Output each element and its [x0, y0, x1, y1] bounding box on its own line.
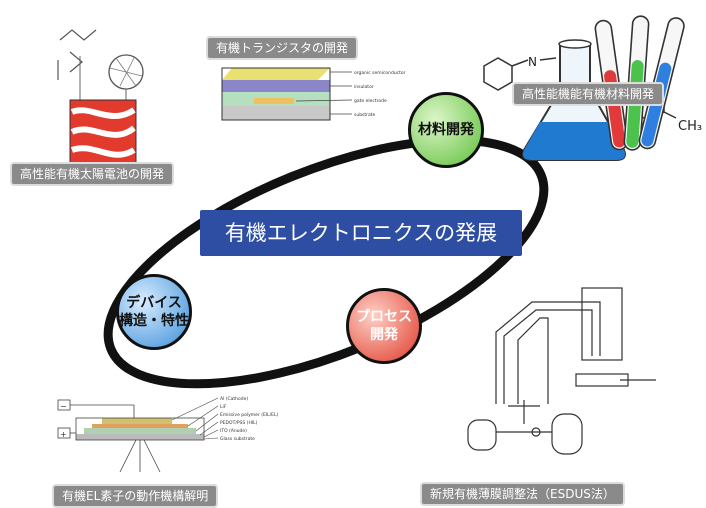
el-device-illustration: − + Al (Cathode) LiF Emissive polymer (E… [57, 396, 279, 473]
el-layer-1: Al (Cathode) [220, 396, 248, 402]
plus-terminal: + [60, 430, 67, 439]
transistor-layer-2: insulator [354, 84, 374, 90]
transistor-layer-4: substrate [354, 112, 376, 118]
minus-terminal: − [60, 402, 67, 411]
transistor-layer-1: organic semiconductor [354, 70, 406, 76]
development-cycle-loop [103, 135, 549, 389]
label-esdus: 新規有機薄膜調整法（ESDUS法） [420, 482, 625, 506]
el-layer-2: LiF [220, 404, 227, 410]
label-functional-materials: 高性能機能有機材料開発 [512, 82, 665, 106]
label-el-mechanism: 有機EL素子の動作機構解明 [52, 484, 219, 508]
node-device-line1: デバイス [126, 295, 182, 311]
transistor-illustration: organic semiconductor insulator gate ele… [221, 67, 406, 121]
label-transistor: 有機トランジスタの開発 [206, 36, 359, 60]
node-materials-label: 材料開発 [418, 122, 474, 138]
title-banner: 有機エレクトロニクスの発展 [200, 210, 522, 256]
node-process-line1: プロセス [356, 309, 412, 325]
node-process-development: プロセス 開発 [346, 288, 422, 364]
el-layer-5: ITO (Anode) [220, 428, 247, 434]
esdus-apparatus-illustration [467, 287, 656, 455]
nitrogen-label: N [528, 55, 537, 69]
node-process-line2: 開発 [370, 327, 398, 343]
el-layer-4: PEDOT/PSS (HIL) [220, 420, 258, 426]
transistor-layer-3: gate electrode [354, 98, 387, 104]
node-device-structure: デバイス 構造・特性 [116, 274, 192, 350]
el-layer-6: Glass substrate [220, 436, 255, 442]
el-layer-3: Emissive polymer (EIL/EL) [220, 412, 279, 418]
label-solar-cell: 高性能有機太陽電池の開発 [10, 162, 175, 186]
node-materials-development: 材料開発 [408, 92, 484, 168]
methyl-label: CH₃ [678, 119, 702, 134]
solar-cell-illustration [57, 29, 144, 167]
node-device-line2: 構造・特性 [119, 313, 189, 329]
